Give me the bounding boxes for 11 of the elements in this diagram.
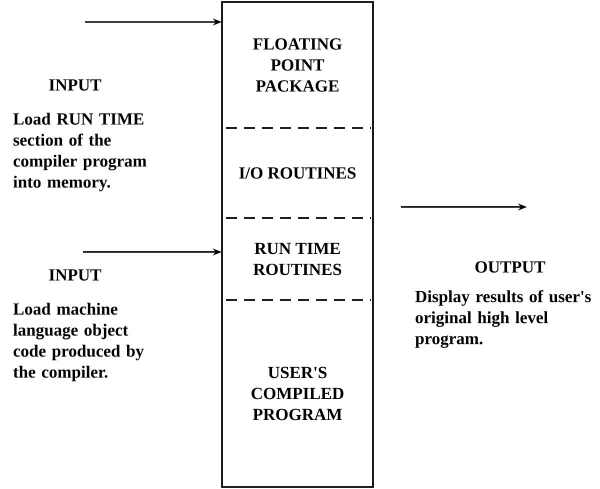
heading: OUTPUT — [475, 261, 546, 273]
description: Display results of user's original high level program. — [415, 290, 591, 348]
memory-section: FLOATING POINT PACKAGE — [253, 38, 342, 92]
heading: INPUT — [49, 79, 102, 91]
memory-section: USER'S COMPILED PROGRAM — [252, 366, 344, 420]
heading: INPUT — [49, 269, 102, 281]
memory-section: RUN TIME ROUTINES — [253, 242, 342, 276]
description: Load machine language object code produced by the compiler. — [13, 302, 144, 382]
memory-section: I/O ROUTINES — [239, 167, 356, 179]
description: Load RUN TIME section of the compiler program into memory. — [13, 112, 146, 192]
memory-column — [221, 1, 374, 488]
